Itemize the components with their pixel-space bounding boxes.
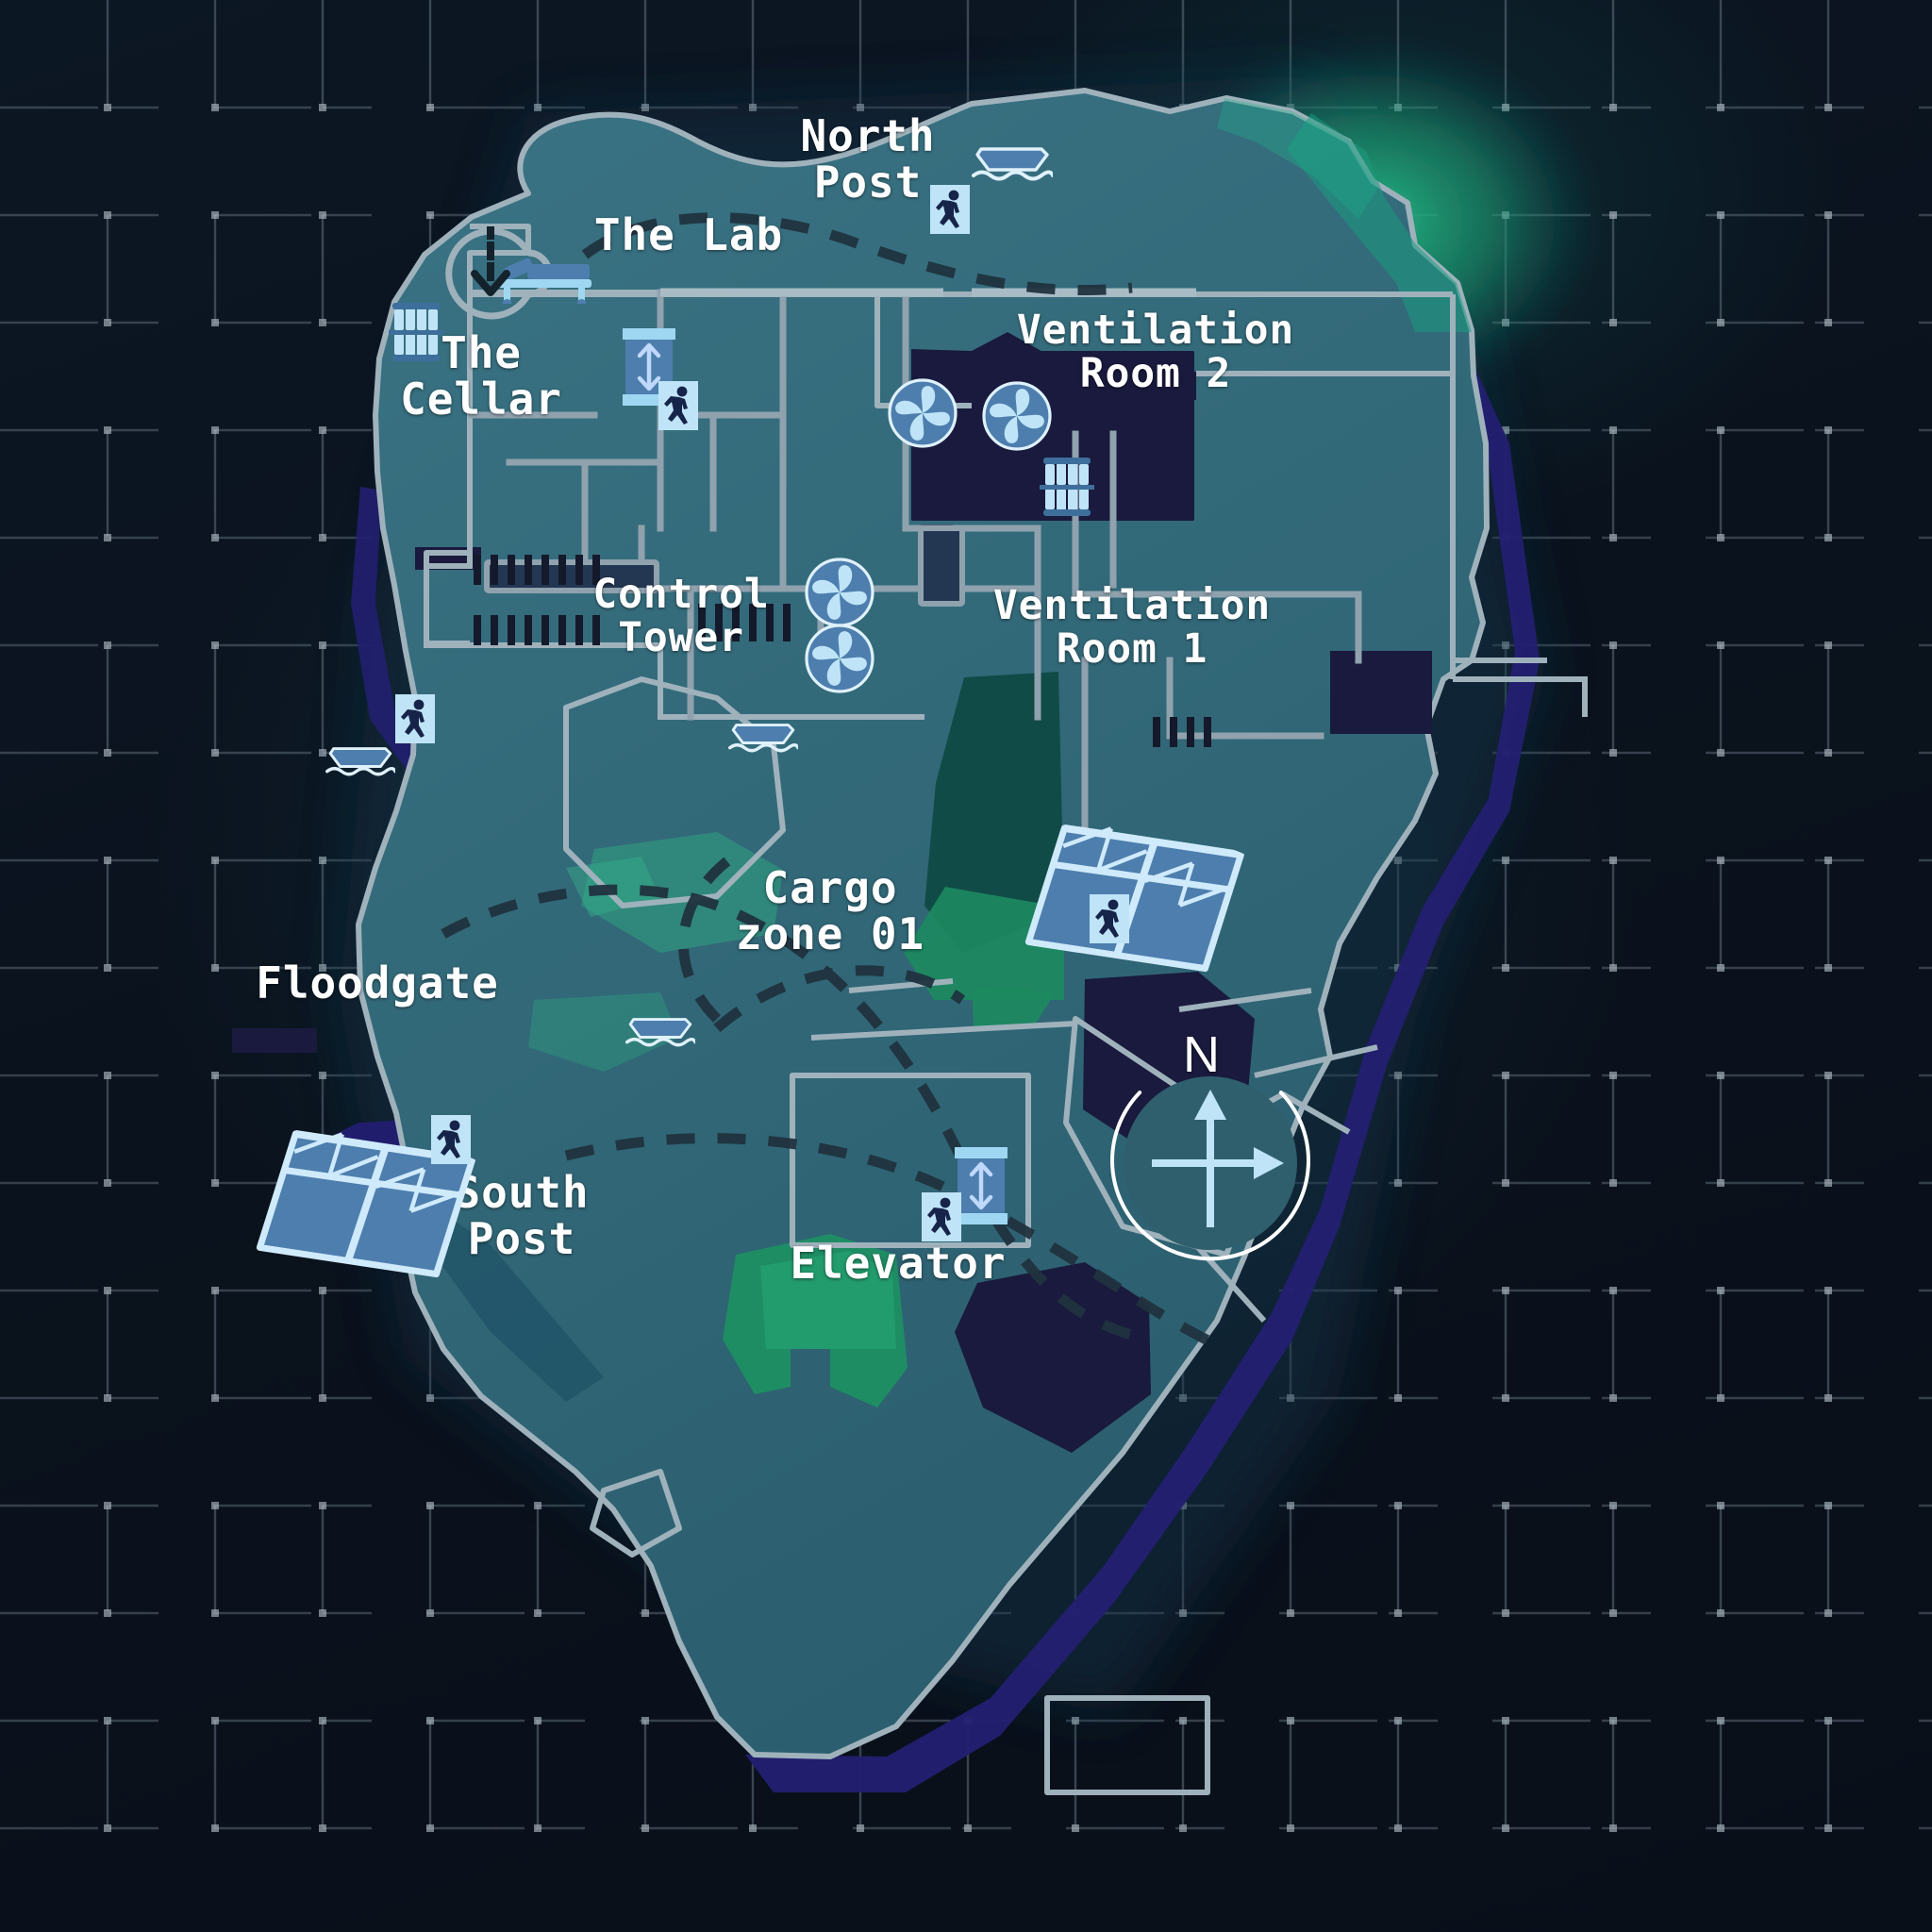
route-paths bbox=[441, 212, 1229, 1355]
map-label-control-tower: Control Tower bbox=[592, 571, 770, 661]
elevator-icon-elevator-south[interactable] bbox=[955, 1147, 1008, 1228]
map-label-elevator: Elevator bbox=[790, 1238, 1007, 1289]
fan-icon-fan-v1-b bbox=[804, 623, 875, 698]
gate-icon-gate-southwest[interactable] bbox=[242, 1091, 487, 1325]
boat-icon-boat-control bbox=[728, 717, 800, 762]
exit-icon-exit-east[interactable] bbox=[1090, 894, 1129, 947]
boat-icon-boat-west bbox=[325, 741, 397, 786]
fan-icon-fan-v2-b bbox=[981, 380, 1053, 456]
exit-icon-exit-southwest[interactable] bbox=[431, 1115, 471, 1168]
compass-ring bbox=[1110, 1091, 1310, 1261]
bed-icon-bed-lab bbox=[491, 247, 597, 308]
map-label-ventilation-1: Ventilation Room 1 bbox=[992, 582, 1272, 673]
fan-icon-fan-v2-a bbox=[887, 377, 958, 453]
exit-icon-exit-north[interactable] bbox=[930, 185, 970, 238]
compass-north-label: N bbox=[1182, 1026, 1222, 1083]
map-label-cargo-zone-01: Cargo zone 01 bbox=[735, 862, 925, 959]
map-label-the-lab: The Lab bbox=[593, 209, 784, 260]
downarrow-icon-stairs-arrow-lab bbox=[470, 225, 511, 302]
exit-icon-exit-nw[interactable] bbox=[658, 381, 698, 434]
map-label-the-cellar: The Cellar bbox=[400, 327, 562, 425]
exit-icon-exit-south[interactable] bbox=[922, 1192, 961, 1245]
map-label-north-post: North Post bbox=[800, 110, 936, 208]
shallow-sw bbox=[421, 1198, 604, 1402]
map-label-ventilation-2: Ventilation Room 2 bbox=[1016, 307, 1295, 397]
vegetation-patches bbox=[528, 672, 1064, 1407]
barrel-icon-barrel-vent bbox=[1040, 455, 1094, 525]
stair-hatching bbox=[474, 555, 1211, 747]
boat-icon-boat-north bbox=[972, 140, 1055, 192]
fan-icon-fan-v1-a bbox=[804, 557, 875, 632]
boat-icon-boat-floodgate bbox=[625, 1011, 697, 1057]
exit-icon-exit-west[interactable] bbox=[395, 694, 435, 747]
gate-icon-gate-east[interactable] bbox=[1010, 786, 1256, 1020]
map-label-south-post: South Post bbox=[454, 1167, 590, 1264]
barrel-icon-barrel-cellar bbox=[389, 300, 443, 370]
ne-lagoon-2 bbox=[1217, 98, 1377, 219]
nw-building bbox=[424, 291, 1588, 720]
map-label-floodgate: Floodgate bbox=[256, 958, 499, 1008]
ne-lagoon bbox=[1287, 113, 1472, 332]
compass-needle bbox=[1152, 1090, 1284, 1227]
